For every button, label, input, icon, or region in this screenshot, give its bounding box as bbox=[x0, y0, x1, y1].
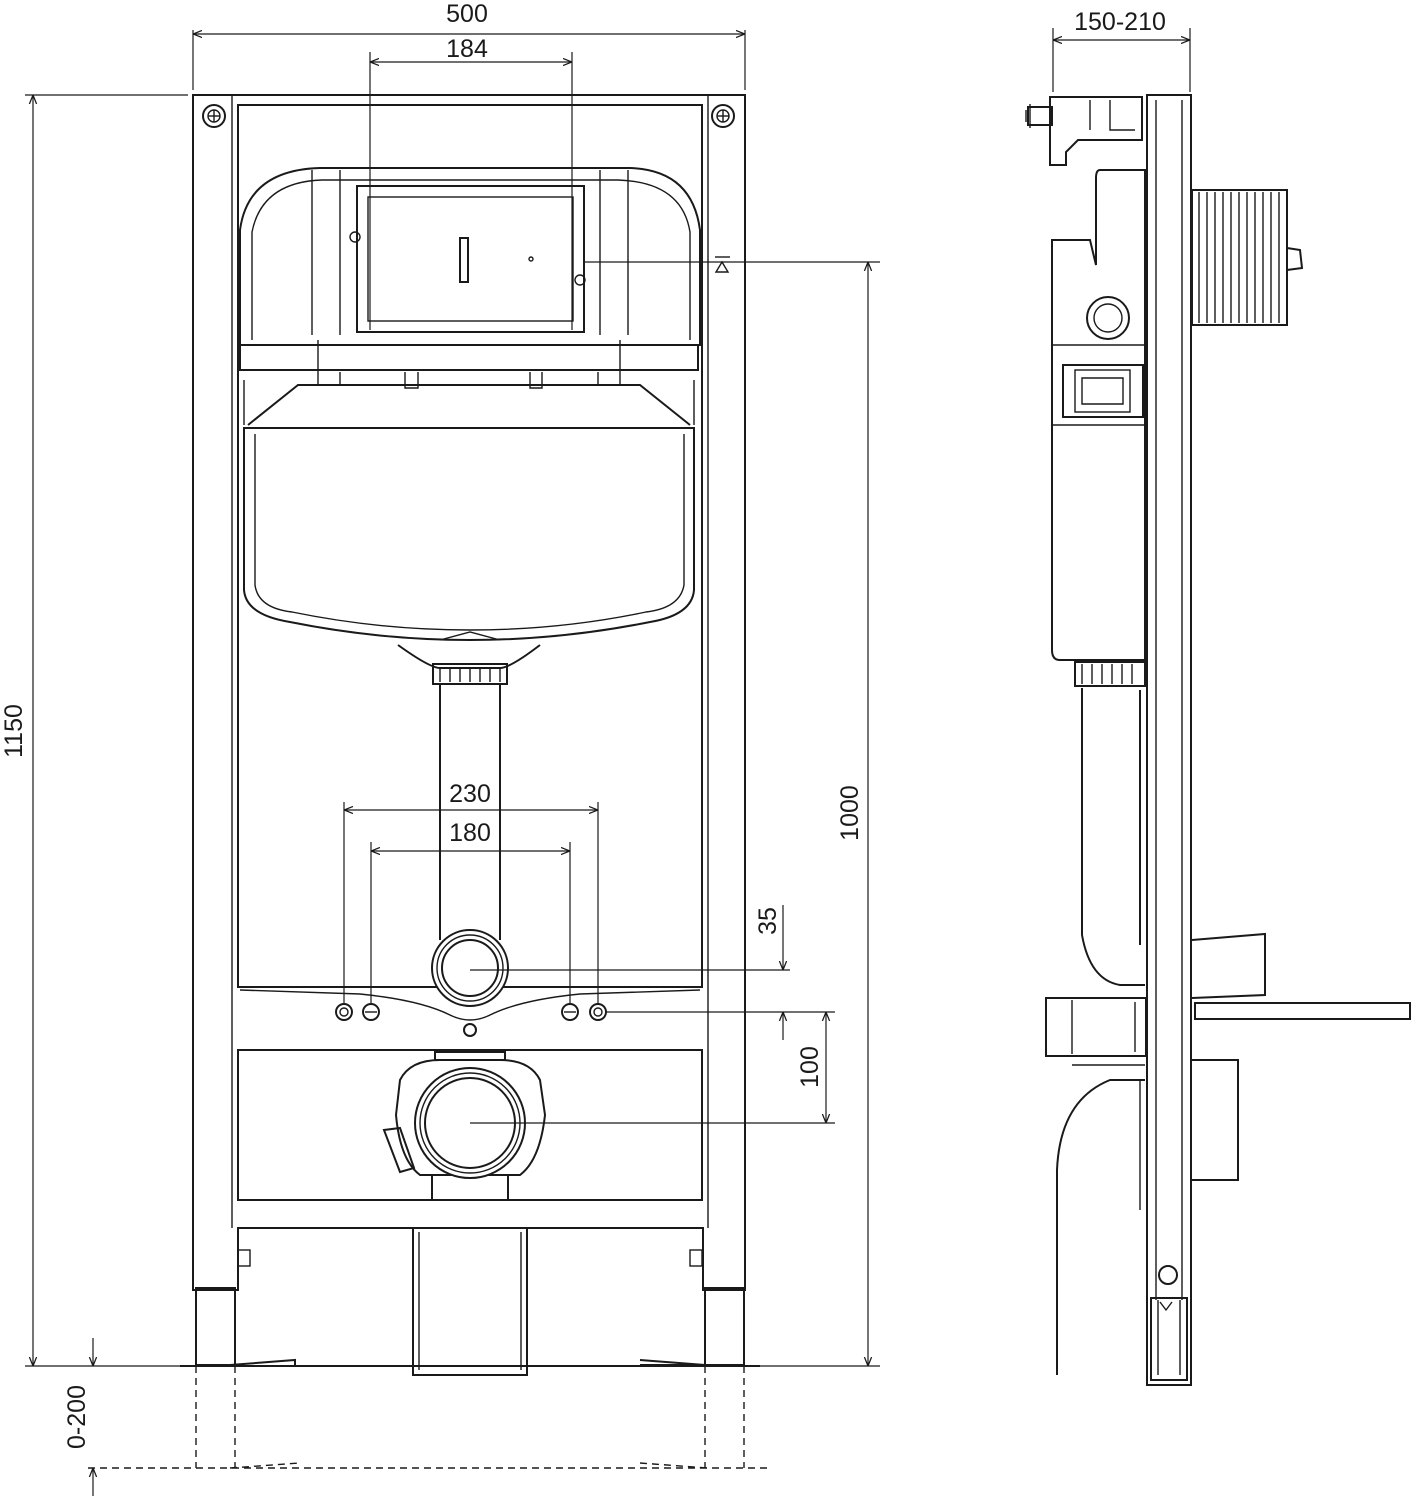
side-pan-connector bbox=[1045, 997, 1147, 1057]
dim-frame-width: 500 bbox=[446, 0, 488, 28]
cistern-top bbox=[239, 167, 701, 346]
leg-left bbox=[195, 1287, 236, 1366]
dim-frame-height: 1150 bbox=[0, 704, 28, 758]
dim-bolt-spacing-inner: 180 bbox=[449, 819, 491, 847]
bolt-icon bbox=[589, 1003, 607, 1021]
dim-flush-plate-width: 184 bbox=[446, 35, 488, 63]
dim-outlet-offset: 100 bbox=[796, 1046, 824, 1088]
frame-opening-upper bbox=[237, 104, 703, 988]
dim-installation-depth: 150-210 bbox=[1074, 8, 1166, 36]
side-ribbed-module bbox=[1191, 189, 1288, 326]
frame-opening-lower bbox=[237, 1049, 703, 1201]
dim-leg-extension: 0-200 bbox=[63, 1385, 91, 1449]
side-actuator-box bbox=[1062, 364, 1144, 418]
screw-icon bbox=[202, 104, 226, 128]
dim-bolt-spacing-outer: 230 bbox=[449, 780, 491, 808]
side-actuator-port bbox=[1086, 296, 1130, 340]
dim-inlet-offset: 35 bbox=[754, 907, 782, 935]
frame-outline bbox=[192, 94, 746, 1291]
side-waste-bend bbox=[1056, 1079, 1145, 1375]
front-view bbox=[88, 94, 768, 1469]
cistern-shoulder bbox=[247, 384, 691, 426]
side-support-bar bbox=[1194, 1002, 1411, 1020]
side-frame-post bbox=[1146, 94, 1192, 1386]
leg-right bbox=[704, 1287, 745, 1366]
side-flush-pipe bbox=[1081, 688, 1145, 986]
water-inlet-bracket bbox=[1049, 96, 1143, 166]
dim-actuation-height: 1000 bbox=[836, 785, 864, 841]
bolt-icon bbox=[335, 1003, 353, 1021]
side-cistern bbox=[1051, 169, 1146, 661]
service-opening bbox=[356, 185, 585, 333]
bolt-icon bbox=[362, 1003, 380, 1021]
valve-collar bbox=[432, 663, 508, 685]
bolt-icon bbox=[561, 1003, 579, 1021]
cistern-tank bbox=[243, 427, 695, 642]
side-view bbox=[1025, 94, 1411, 1386]
dimension-lines bbox=[25, 28, 1191, 1496]
flush-pipe bbox=[439, 684, 501, 940]
pan-connector bbox=[431, 929, 509, 1007]
screw-icon bbox=[711, 104, 735, 128]
